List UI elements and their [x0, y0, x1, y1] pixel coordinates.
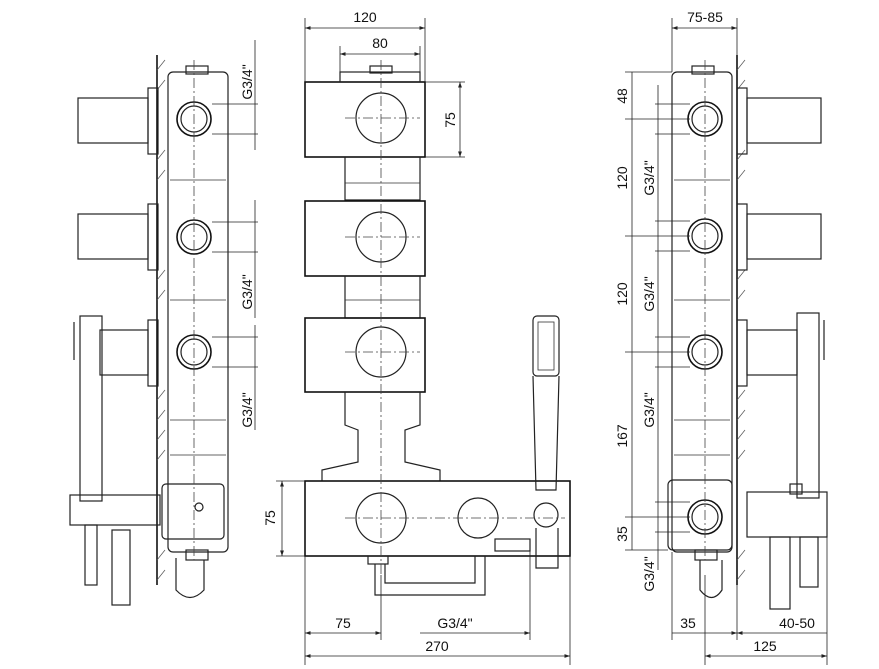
right-body — [671, 71, 733, 553]
left-top-cap — [185, 65, 209, 75]
right-spacing-2-label: 120 — [614, 282, 630, 306]
front-width-overall-label: 270 — [425, 638, 449, 654]
left-diverter — [161, 483, 225, 540]
front-outlet-thread-label: G3/4" — [437, 615, 472, 631]
left-thread-dims — [212, 40, 258, 430]
right-base-35-label: 35 — [680, 615, 696, 631]
front-offset-label: 75 — [335, 615, 351, 631]
left-body — [167, 71, 229, 553]
right-bottom-dims — [671, 537, 828, 665]
left-thread-label-1: G3/4" — [239, 64, 255, 99]
right-vertical-dims — [625, 71, 690, 570]
right-base-total-label: 125 — [753, 638, 777, 654]
front-lower-height-label: 75 — [262, 510, 278, 526]
right-side-view: 75-85 48 120 G3/4" 120 G3/4" 167 G3/4" 3 — [614, 9, 828, 665]
front-view: 120 80 75 75 75 G3/4" 270 — [262, 9, 571, 665]
left-hand-shower — [79, 315, 103, 502]
front-module-2 — [304, 200, 426, 277]
left-knob-2 — [77, 213, 149, 260]
right-spacing-1-label: 120 — [614, 166, 630, 190]
left-thread-label-3: G3/4" — [239, 392, 255, 427]
right-spacing-3-label: 167 — [614, 424, 630, 448]
front-width-top-label: 80 — [372, 35, 388, 51]
front-hand-shower — [532, 315, 560, 377]
right-thread-2-label: G3/4" — [641, 276, 657, 311]
right-thread-4-label: G3/4" — [641, 556, 657, 591]
left-side-view: G3/4" G3/4" G3/4" — [69, 40, 258, 606]
right-knob-1 — [746, 97, 822, 144]
right-thread-3-label: G3/4" — [641, 392, 657, 427]
left-bottom-fitting — [69, 494, 161, 526]
left-knob-1 — [77, 97, 149, 144]
front-top-dims — [304, 18, 465, 158]
right-knob-2 — [746, 213, 822, 260]
left-knob-3 — [99, 329, 149, 376]
right-thread-1-label: G3/4" — [641, 160, 657, 195]
front-width-total-label: 120 — [353, 9, 377, 25]
front-module-height-label: 75 — [442, 112, 458, 128]
right-hand-shower — [796, 312, 820, 499]
right-depth-dim — [671, 18, 738, 72]
front-bottom-dims — [304, 551, 571, 665]
front-lower-module — [304, 480, 571, 557]
right-base-range-label: 40-50 — [779, 615, 815, 631]
front-lower-height-dim — [276, 480, 305, 557]
front-module-1 — [304, 81, 426, 158]
right-knob-3 — [746, 329, 798, 376]
right-bottom-offset-label: 35 — [614, 526, 630, 542]
right-depth-label: 75-85 — [687, 9, 723, 25]
left-thread-label-2: G3/4" — [239, 274, 255, 309]
right-top-offset-label: 48 — [614, 88, 630, 104]
right-bottom-fitting — [746, 491, 828, 538]
front-module-3 — [304, 317, 426, 393]
right-wall-hatch — [736, 59, 746, 581]
